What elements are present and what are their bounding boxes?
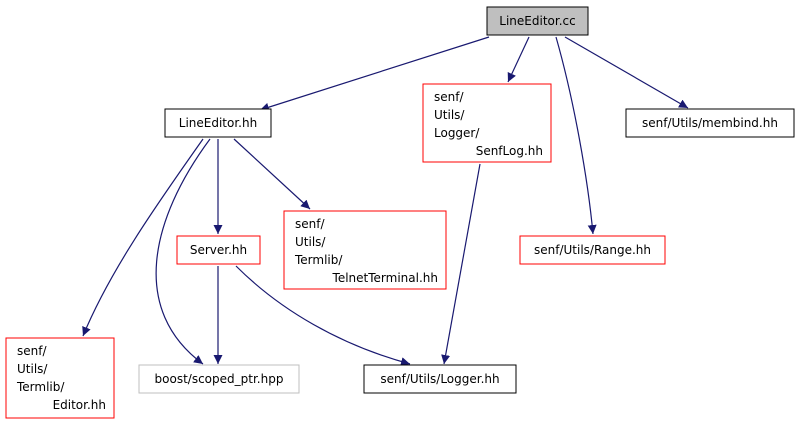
node-scoped_ptr_hpp[interactable]: boost/scoped_ptr.hpp: [138, 364, 300, 394]
node-box: [486, 6, 589, 36]
node-box: [519, 235, 666, 265]
edge-line_editor_hh-to-scoped_ptr_hpp: [155, 138, 211, 365]
node-label-line: Logger/: [434, 126, 480, 140]
node-label: senf/Utils/Range.hh: [534, 243, 651, 257]
node-label-line: Termlib/: [294, 253, 343, 267]
node-label: boost/scoped_ptr.hpp: [155, 372, 284, 386]
node-label: LineEditor.cc: [499, 14, 575, 28]
node-box: [5, 337, 115, 419]
node-box: [363, 364, 517, 394]
node-range_hh[interactable]: senf/Utils/Range.hh: [519, 235, 666, 265]
node-box: [625, 108, 795, 138]
edge-server_hh-to-logger_hh: [235, 265, 411, 366]
node-box: [138, 364, 300, 394]
node-label-line: senf/: [295, 217, 325, 231]
edges-layer: [82, 36, 689, 366]
edge-line_editor_cc-to-range_hh: [555, 36, 597, 235]
node-label: Server.hh: [190, 243, 247, 257]
node-editor_hh[interactable]: senf/Utils/Termlib/Editor.hh: [5, 337, 115, 419]
edge-senflog_hh-to-logger_hh: [441, 163, 481, 365]
node-membind_hh[interactable]: senf/Utils/membind.hh: [625, 108, 795, 138]
node-label-line: SenfLog.hh: [476, 144, 543, 158]
node-logger_hh[interactable]: senf/Utils/Logger.hh: [363, 364, 517, 394]
node-label-line: Utils/: [17, 362, 48, 376]
node-label-line: senf/: [434, 90, 464, 104]
node-label-line: TelnetTerminal.hh: [332, 271, 438, 285]
node-server_hh[interactable]: Server.hh: [176, 235, 261, 265]
node-senflog_hh[interactable]: senf/Utils/Logger/SenfLog.hh: [422, 83, 552, 163]
node-label: LineEditor.hh: [179, 116, 257, 130]
node-box: [176, 235, 261, 265]
node-label-line: senf/: [17, 344, 47, 358]
edge-line_editor_hh-to-editor_hh: [82, 138, 204, 337]
node-label: senf/Utils/membind.hh: [642, 116, 778, 130]
edge-line_editor_hh-to-telnet_terminal_hh: [233, 138, 311, 210]
node-label-line: Utils/: [295, 235, 326, 249]
node-label-line: Utils/: [434, 108, 465, 122]
node-line_editor_cc[interactable]: LineEditor.cc: [486, 6, 589, 36]
edge-line_editor_cc-to-senflog_hh: [507, 36, 530, 83]
node-telnet_terminal_hh[interactable]: senf/Utils/Termlib/TelnetTerminal.hh: [283, 210, 447, 290]
node-box: [164, 108, 272, 138]
edge-line_editor_cc-to-membind_hh: [564, 36, 689, 109]
node-label-line: Termlib/: [16, 380, 65, 394]
edge-line_editor_cc-to-line_editor_hh: [259, 36, 490, 112]
node-box: [283, 210, 447, 290]
node-label: senf/Utils/Logger.hh: [380, 372, 499, 386]
node-line_editor_hh[interactable]: LineEditor.hh: [164, 108, 272, 138]
node-label-line: Editor.hh: [53, 398, 106, 412]
node-box: [422, 83, 552, 163]
